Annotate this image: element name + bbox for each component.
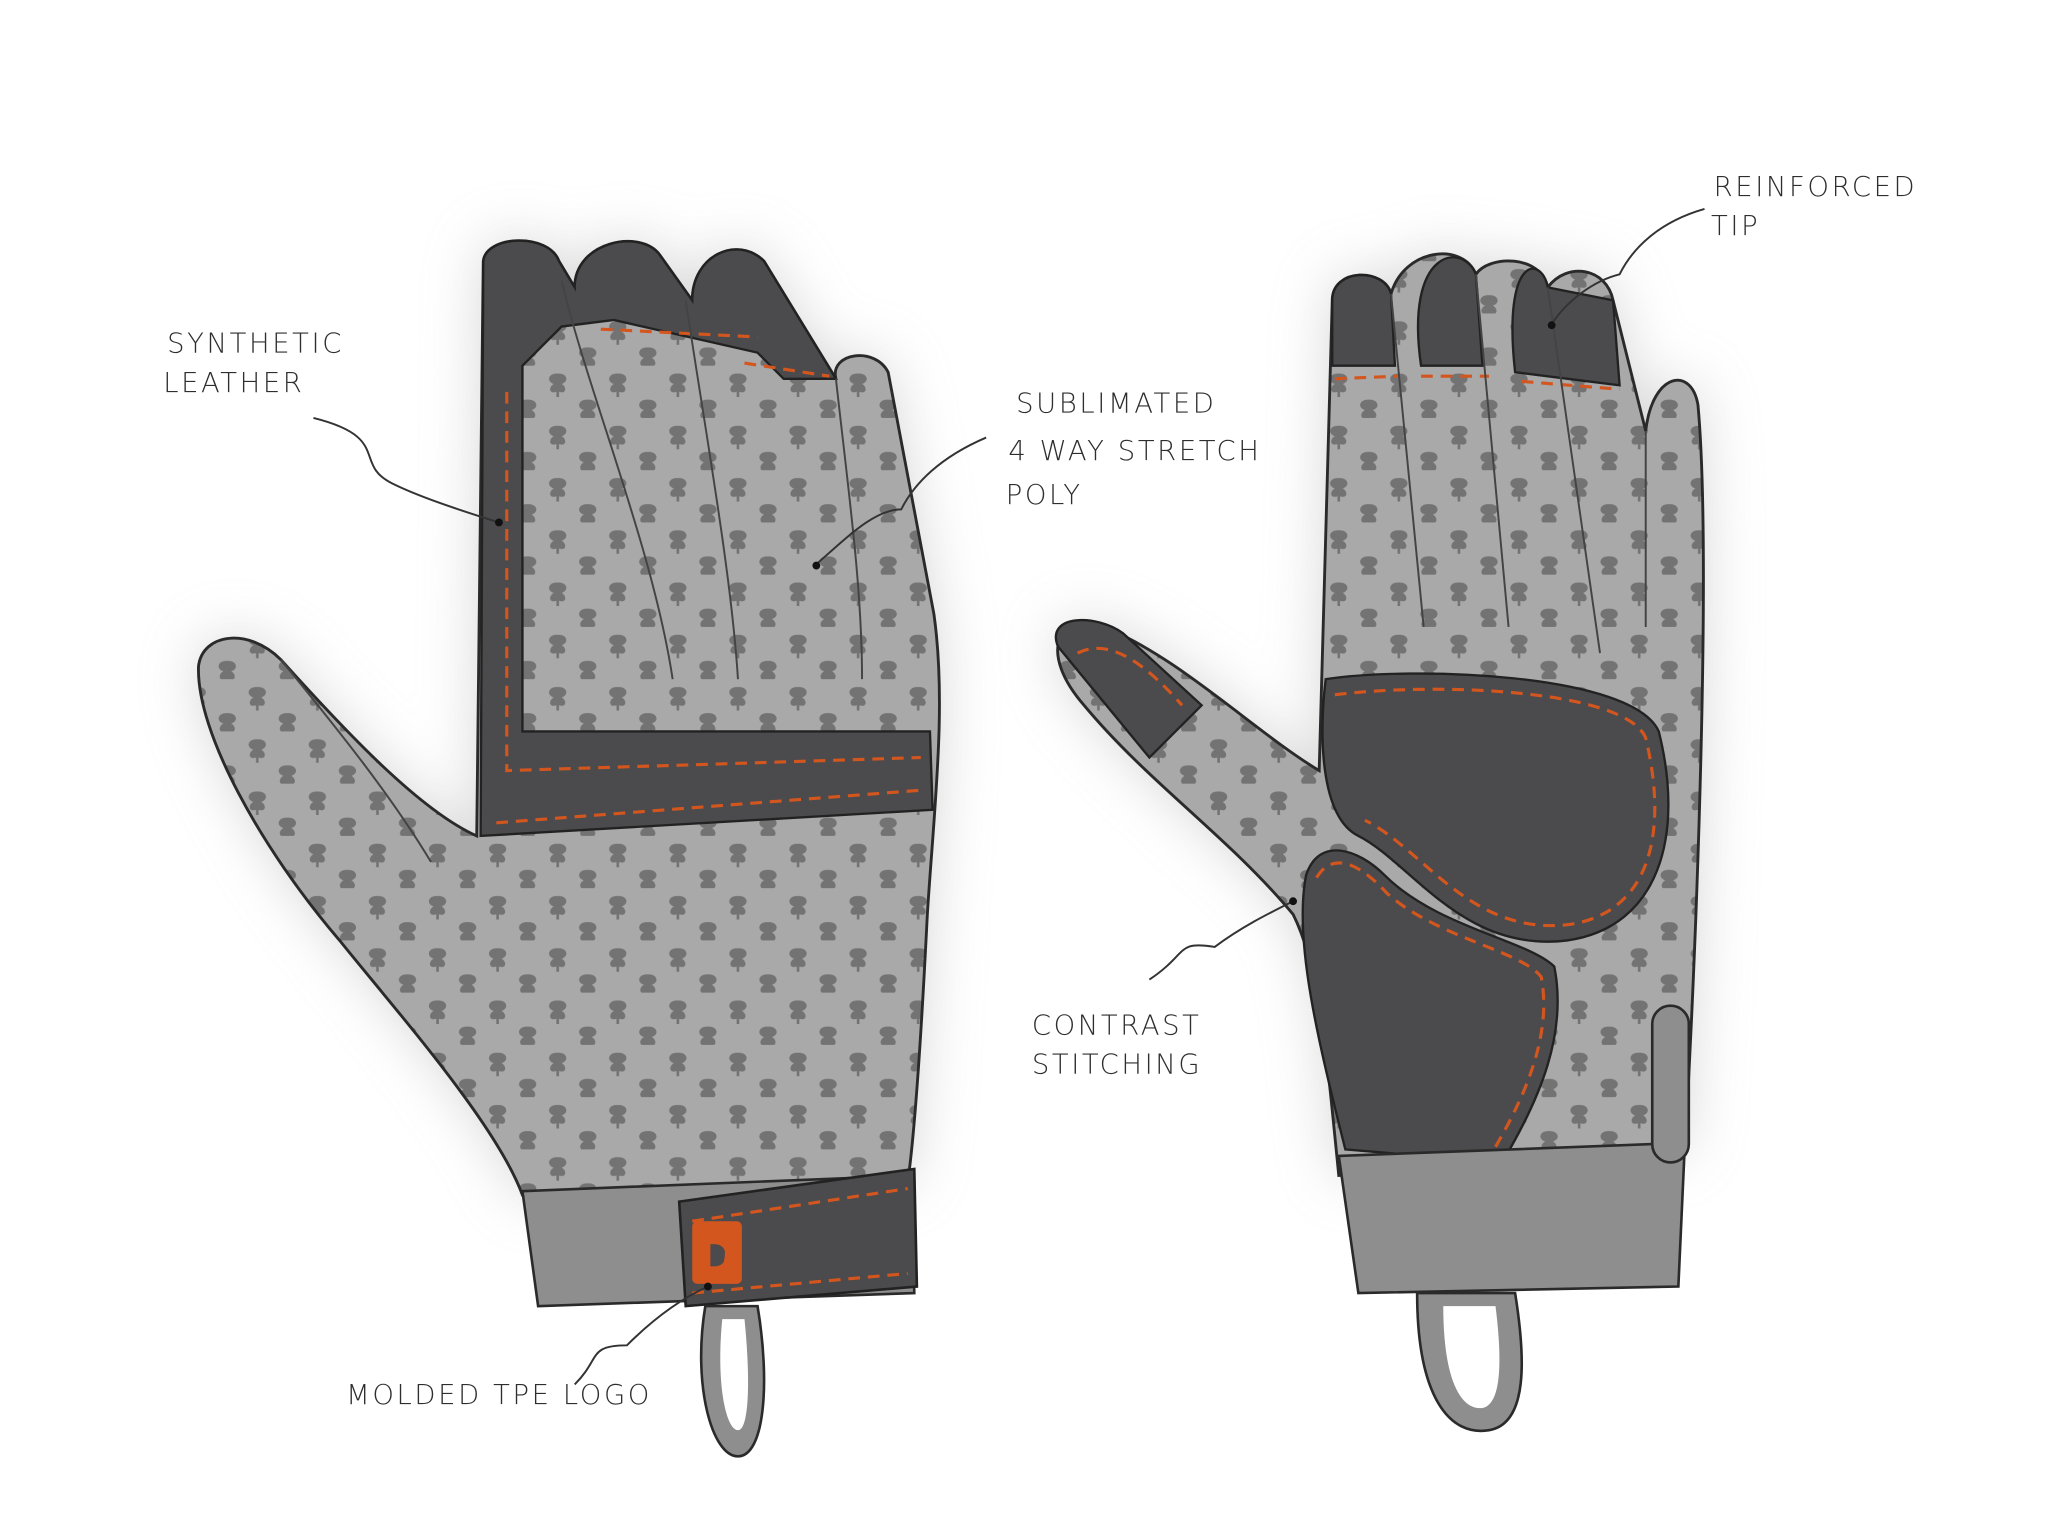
right-glove-cuff [1337,1141,1687,1295]
molded-tpe-logo: D [692,1221,742,1285]
label-line: LEATHER [163,368,304,399]
logo-letter: D [696,1227,737,1285]
label-reinforced-tip: REINFORCED TIP [1711,172,1918,242]
left-glove-back: D [197,239,941,1458]
label-line: SUBLIMATED [1016,389,1216,420]
label-line: CONTRAST [1032,1010,1202,1041]
label-line: REINFORCED [1714,172,1918,203]
label-line: TIP [1711,211,1760,242]
label-line: STITCHING [1032,1050,1202,1081]
right-glove-fingertips [1054,256,1670,1164]
left-glove-leather-panel [479,239,934,838]
label-sublimated-poly: SUBLIMATED 4 WAY STRETCH POLY [1006,389,1261,511]
leader-lines [313,208,1705,1386]
label-line: MOLDED TPE LOGO [346,1380,652,1411]
label-molded-tpe-logo: MOLDED TPE LOGO [346,1380,652,1411]
right-glove-side-tab [1650,1004,1691,1164]
label-line: SYNTHETIC [167,329,344,360]
label-contrast-stitching: CONTRAST STITCHING [1032,1010,1202,1081]
label-line: 4 WAY STRETCH [1008,436,1261,467]
label-line: POLY [1006,480,1083,511]
label-synthetic-leather: SYNTHETIC LEATHER [163,329,344,399]
left-glove-body [197,239,941,1197]
right-glove-palm [1054,252,1705,1433]
